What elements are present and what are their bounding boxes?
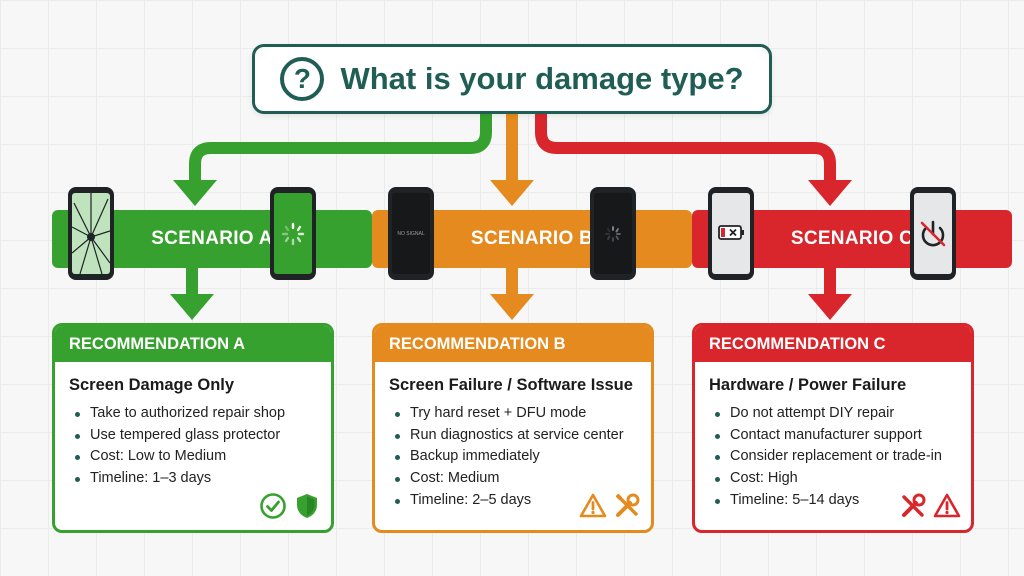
list-item: Timeline: 5–14 days [713, 490, 971, 512]
list-item: Cost: Low to Medium [73, 446, 331, 468]
recommendation-b-card: RECOMMENDATION B Screen Failure / Softwa… [372, 323, 654, 533]
list-item: Cost: High [713, 468, 971, 490]
cracked-screen-phone-icon [68, 187, 114, 280]
arrowhead-recommendation-c [808, 294, 852, 320]
recommendation-a-title: Screen Damage Only [69, 376, 235, 394]
question-title: What is your damage type? [340, 61, 744, 96]
scenario-a-label: SCENARIO A [151, 228, 273, 249]
list-item: Consider replacement or trade-in [713, 446, 971, 468]
recommendation-c-card: RECOMMENDATION C Hardware / Power Failur… [692, 323, 974, 533]
no-tools-icon [902, 493, 926, 517]
check-circle-icon [260, 493, 286, 519]
recommendation-b-header: RECOMMENDATION B [375, 326, 651, 362]
list-item: Cost: Medium [393, 468, 651, 490]
loading-spinner-phone-icon [270, 187, 316, 280]
list-item: Run diagnostics at service center [393, 425, 651, 447]
list-item: Backup immediately [393, 446, 651, 468]
arrowhead-scenario-b [490, 180, 534, 206]
list-item: Try hard reset + DFU mode [393, 403, 651, 425]
tools-icon [615, 493, 640, 517]
list-item: Timeline: 2–5 days [393, 490, 651, 512]
loading-spinner-phone-icon [590, 187, 636, 280]
question-circle-icon: ? [280, 57, 325, 101]
arrowhead-scenario-a [173, 180, 217, 206]
question-box: ? What is your damage type? [252, 44, 772, 114]
recommendation-a-list: Take to authorized repair shop Use tempe… [73, 403, 331, 490]
shield-check-icon [297, 494, 317, 518]
no-signal-phone-icon: NO SIGNAL [388, 187, 434, 280]
warning-triangle-icon [579, 493, 607, 518]
list-item: Contact manufacturer support [713, 425, 971, 447]
list-item: Take to authorized repair shop [73, 403, 331, 425]
recommendation-c-title: Hardware / Power Failure [709, 376, 907, 394]
arrowhead-recommendation-b [490, 294, 534, 320]
scenario-b-label: SCENARIO B [470, 228, 594, 249]
dead-battery-phone-icon [708, 187, 754, 280]
arrowhead-recommendation-a [170, 294, 214, 320]
list-item: Do not attempt DIY repair [713, 403, 971, 425]
warning-triangle-icon [933, 493, 961, 518]
arrowhead-scenario-c [808, 180, 852, 206]
recommendation-c-list: Do not attempt DIY repair Contact manufa… [713, 403, 971, 512]
scenario-c-label: SCENARIO C [790, 228, 914, 249]
list-item: Timeline: 1–3 days [73, 468, 331, 490]
list-item: Use tempered glass protector [73, 425, 331, 447]
power-off-phone-icon [910, 187, 956, 280]
recommendation-b-list: Try hard reset + DFU mode Run diagnostic… [393, 403, 651, 512]
arrow-to-scenario-c [535, 114, 836, 182]
recommendation-a-header: RECOMMENDATION A [55, 326, 331, 362]
recommendation-b-title: Screen Failure / Software Issue [389, 376, 633, 394]
recommendation-c-header: RECOMMENDATION C [695, 326, 971, 362]
arrow-to-scenario-a [189, 114, 492, 182]
recommendation-a-card: RECOMMENDATION A Screen Damage Only Take… [52, 323, 334, 533]
no-signal-text: NO SIGNAL [397, 231, 425, 237]
